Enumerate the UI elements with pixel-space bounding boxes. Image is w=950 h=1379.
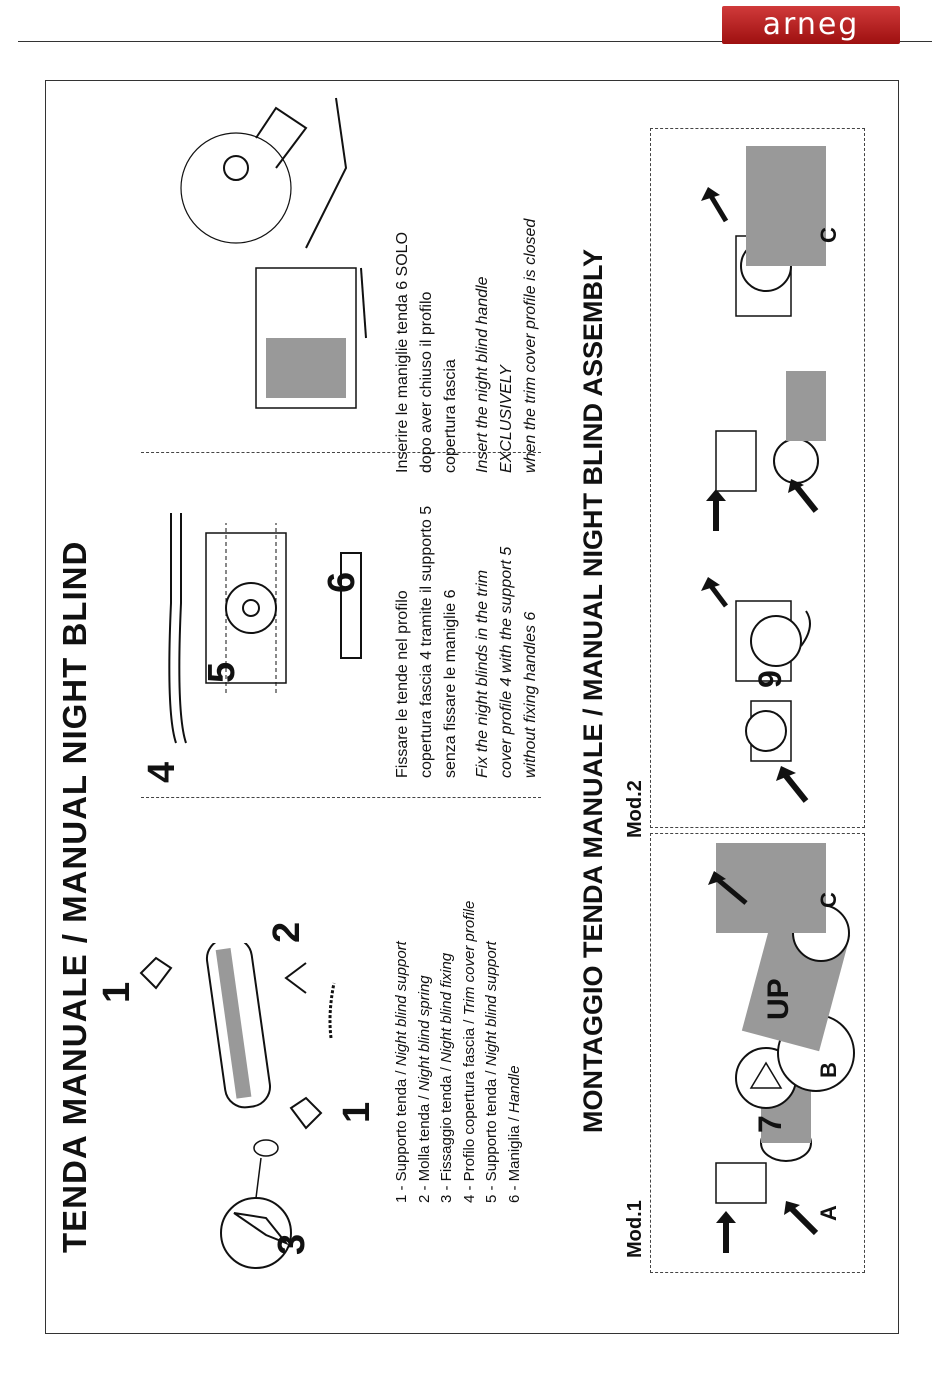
legend-item: 4 - Profilo copertura fascia / Trim cove… (460, 900, 478, 1203)
callout-1a: 1 (336, 1101, 378, 1123)
closed-profile-illustration (180, 97, 367, 409)
callout-1b: 1 (96, 981, 138, 1003)
legend-item: 3 - Fissaggio tenda / Night blind fixing (438, 952, 455, 1203)
mod2-label: Mod.2 (624, 780, 646, 838)
note-line: Inserire le maniglie tenda 6 SOLO (394, 231, 411, 473)
note-fix-blinds: Fissare le tende nel profilo copertura f… (391, 506, 543, 778)
trim-profile-illustration (168, 513, 362, 744)
arneg-logo: arneg (722, 6, 900, 44)
mod1-label: Mod.1 (624, 1200, 646, 1258)
mod2-illustration (701, 146, 826, 803)
note-line: cover profile 4 with the support 5 (498, 546, 515, 778)
callout-9: 9 (752, 670, 788, 688)
legend-item: 1 - Supporto tenda / Night blind support (393, 941, 410, 1203)
note-line: Fix the night blinds in the trim (474, 569, 491, 778)
callout-2: 2 (266, 921, 308, 943)
section-title-manual-night-blind: TENDA MANUALE / MANUAL NIGHT BLIND (56, 540, 93, 1253)
note-line: Fissare le tende nel profilo (394, 590, 411, 778)
note-line: dopo aver chiuso il profilo (418, 291, 435, 473)
exploded-view-illustration (139, 943, 336, 1269)
callout-6: 6 (321, 571, 363, 593)
callout-5: 5 (201, 661, 243, 683)
note-line: when the trim cover profile is closed (522, 218, 539, 473)
note-line: copertura fascia 4 tramite il supporto 5 (418, 505, 435, 778)
note-line: senza fissare le maniglie 6 (442, 589, 459, 778)
mod1-step-b: B (816, 1062, 841, 1078)
legend-item: 2 - Molla tenda / Night blind spring (415, 975, 433, 1203)
mod1-step-a: A (816, 1205, 841, 1221)
content-frame: TENDA MANUALE / MANUAL NIGHT BLIND 3 1 1… (45, 80, 899, 1334)
note-line: Insert the night blind handle (474, 276, 491, 473)
legend-item: 5 - Supporto tenda / Night blind support (483, 941, 500, 1203)
callout-3: 3 (271, 1233, 313, 1255)
callout-7: 7 (752, 1115, 788, 1133)
callout-4: 4 (141, 761, 183, 783)
section-title-assembly: MONTAGGIO TENDA MANUALE / MANUAL NIGHT B… (578, 249, 608, 1133)
note-insert-handle: Inserire le maniglie tenda 6 SOLO dopo a… (391, 219, 543, 473)
parts-legend: 1 - Supporto tenda / Night blind support… (391, 901, 526, 1203)
note-line: EXCLUSIVELY (498, 365, 515, 473)
rotated-page: TENDA MANUALE / MANUAL NIGHT BLIND 3 1 1… (46, 81, 898, 1333)
mod1-up-label: UP (762, 978, 795, 1020)
mod1-step-c: C (816, 892, 841, 908)
note-line: without fixing handles 6 (522, 611, 539, 778)
header-rule (18, 41, 932, 42)
divider-1 (141, 797, 541, 798)
note-line: copertura fascia (442, 359, 459, 473)
mod2-step-c: C (816, 227, 841, 243)
mod1-illustration (708, 843, 855, 1253)
legend-item: 6 - Maniglia / Handle (505, 1065, 523, 1203)
